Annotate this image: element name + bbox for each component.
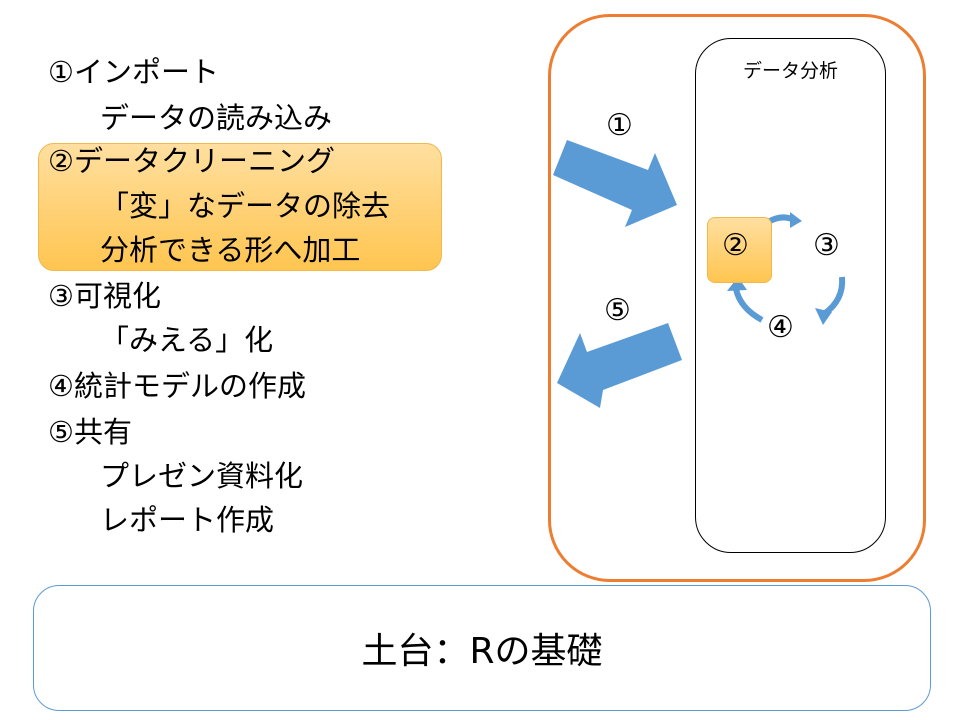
highlight-step-2 xyxy=(38,143,442,271)
step-2-detail-1: 「変」なデータの除去 xyxy=(100,189,391,223)
step-1-detail: データの読み込み xyxy=(100,101,333,135)
foundation-box: 土台：Rの基礎 xyxy=(33,585,931,711)
import-arrow-label: ① xyxy=(606,108,633,143)
step-2-detail-2: 分析できる形へ加工 xyxy=(100,233,361,267)
analysis-title: データ分析 xyxy=(742,60,838,82)
step-1-title: ①インポート xyxy=(48,55,219,89)
cycle-step-3: ③ xyxy=(813,228,840,263)
step-5-detail-1: プレゼン資料化 xyxy=(100,459,304,493)
import-arrow-icon xyxy=(553,140,677,227)
step-5-detail-2: レポート作成 xyxy=(100,503,275,537)
cycle-arrow-3-to-4-icon xyxy=(822,276,846,317)
step-3-detail: 「みえる」化 xyxy=(100,323,274,357)
step-5-title: ⑤共有 xyxy=(48,415,132,449)
analysis-frame xyxy=(548,14,926,582)
foundation-label: 土台：Rの基礎 xyxy=(361,631,603,672)
cycle-step-4: ④ xyxy=(767,310,794,345)
share-arrow-icon xyxy=(557,323,682,408)
step-3-title: ③可視化 xyxy=(48,279,161,313)
cycle-step-2: ② xyxy=(722,228,749,263)
step-4-title: ④統計モデルの作成 xyxy=(48,369,306,403)
step-2-title: ②データクリーニング xyxy=(48,144,335,178)
analysis-box xyxy=(695,38,886,553)
share-arrow-label: ⑤ xyxy=(604,293,631,328)
cycle-arrow-4-to-2-icon xyxy=(733,288,764,323)
cycle-step-2-box xyxy=(707,217,772,283)
